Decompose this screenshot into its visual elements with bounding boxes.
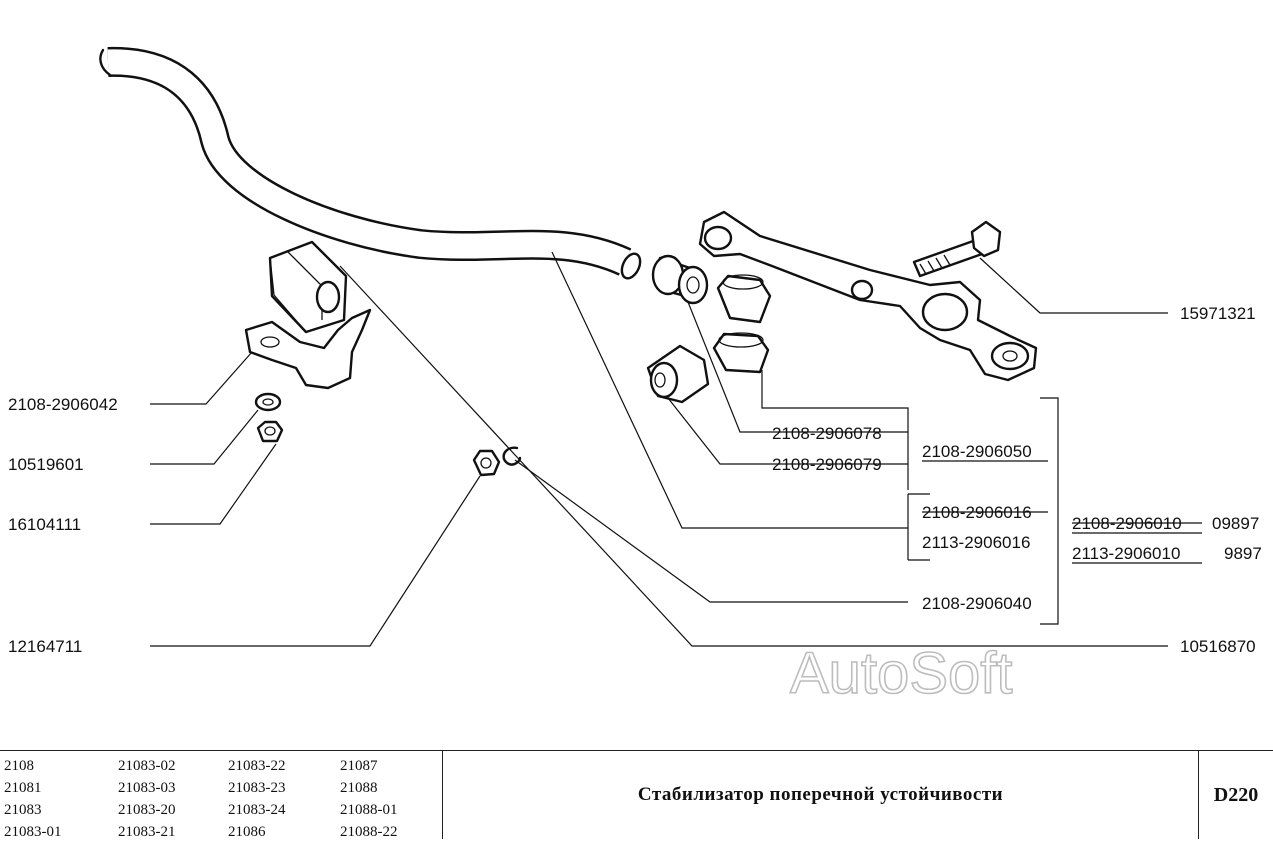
model-column-4: 21087 21088 21088-01 21088-22 [340, 755, 398, 843]
washer [254, 392, 282, 412]
model-item: 21088-22 [340, 824, 398, 840]
label-12164711: 12164711 [8, 637, 82, 656]
section-code: D220 [1213, 783, 1259, 806]
model-item: 21087 [340, 758, 378, 774]
bracket-assembly [244, 240, 372, 390]
sleeve-lower [712, 332, 770, 374]
bushing-lower [646, 344, 710, 404]
label-2108-2906050: 2108-2906050 [922, 442, 1032, 461]
model-item: 21086 [228, 824, 266, 840]
model-column-3: 21083-22 21083-23 21083-24 21086 [228, 755, 286, 843]
label-2108-2906040: 2108-2906040 [922, 594, 1032, 613]
label-2108-2906079: 2108-2906079 [772, 455, 882, 474]
model-list: 2108 21081 21083 21083-01 21083-02 21083… [0, 751, 443, 840]
stabilizer-link-arm [698, 210, 1038, 382]
title-block: 2108 21081 21083 21083-01 21083-02 21083… [0, 750, 1273, 840]
title-cell: Стабилизатор поперечной устойчивости [443, 751, 1199, 839]
parts-diagram: AutoSoft [8, 46, 1262, 707]
label-9897: 9897 [1224, 544, 1262, 563]
label-09897: 09897 [1212, 514, 1259, 533]
label-15971321: 15971321 [1180, 304, 1256, 323]
model-item: 21083-24 [228, 802, 286, 818]
model-item: 21083-21 [118, 824, 176, 840]
model-item: 21083-03 [118, 780, 176, 796]
model-item: 21083 [4, 802, 42, 818]
model-item: 2108 [4, 758, 34, 774]
watermark: AutoSoft [790, 641, 1012, 706]
sleeve-upper [716, 274, 772, 324]
label-2108-2906078: 2108-2906078 [772, 424, 882, 443]
model-item: 21083-01 [4, 824, 62, 840]
model-item: 21088 [340, 780, 378, 796]
stabilizer-bar [99, 46, 642, 280]
bolt [912, 220, 1002, 278]
nut-left [256, 420, 284, 443]
code-cell: D220 [1199, 751, 1273, 839]
model-column-2: 21083-02 21083-03 21083-20 21083-21 [118, 755, 176, 843]
model-item: 21083-23 [228, 780, 286, 796]
model-item: 21083-20 [118, 802, 176, 818]
bushing-upper [651, 254, 709, 305]
model-column-1: 2108 21081 21083 21083-01 [4, 755, 62, 843]
model-item: 21081 [4, 780, 42, 796]
label-2108-2906042: 2108-2906042 [8, 395, 118, 414]
model-item: 21088-01 [340, 802, 398, 818]
label-16104111: 16104111 [8, 515, 81, 534]
label-10519601: 10519601 [8, 455, 84, 474]
model-item: 21083-02 [118, 758, 176, 774]
label-10516870: 10516870 [1180, 637, 1256, 656]
model-item: 21083-22 [228, 758, 286, 774]
nut-middle [472, 449, 501, 477]
label-2113-2906016: 2113-2906016 [922, 533, 1030, 552]
diagram-title: Стабилизатор поперечной устойчивости [637, 784, 1004, 805]
label-2113-2906010: 2113-2906010 [1072, 544, 1180, 563]
